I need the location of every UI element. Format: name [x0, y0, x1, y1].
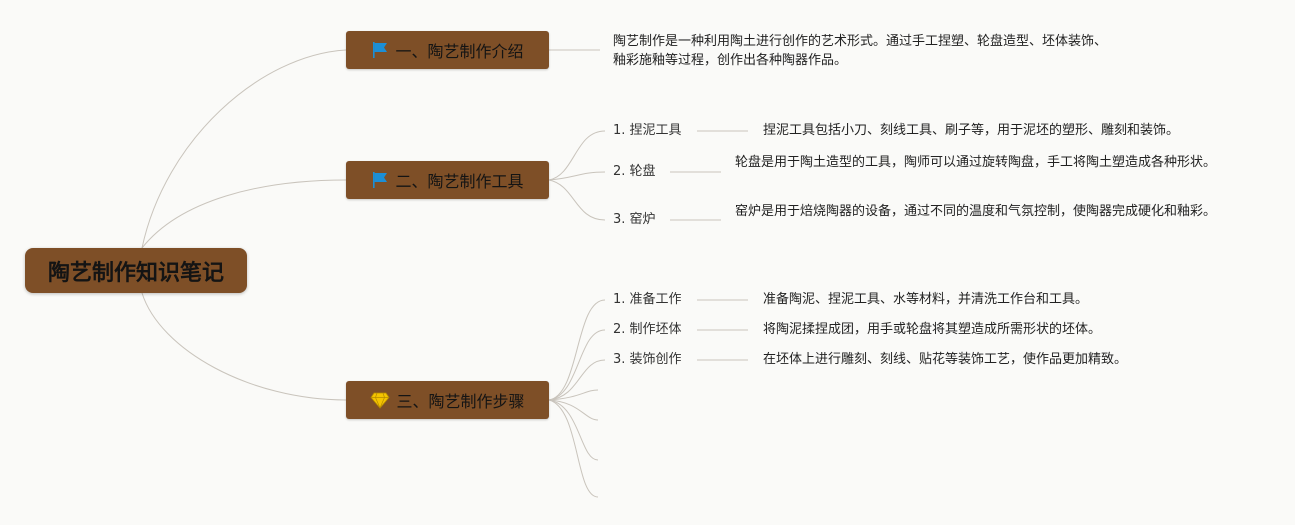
steps-item-preparation[interactable]: 1. 准备工作 — [613, 292, 682, 307]
connector-branch-2-item-1 — [548, 130, 606, 181]
branch-introduction[interactable]: 一、陶艺制作介绍 — [346, 31, 549, 69]
tools-item-kiln[interactable]: 3. 窑炉 — [613, 212, 656, 227]
tools-item-wheel[interactable]: 2. 轮盘 — [613, 164, 656, 179]
branch-introduction-label: 一、陶艺制作介绍 — [395, 42, 524, 61]
flag-icon — [371, 171, 389, 189]
introduction-description: 陶艺制作是一种利用陶土进行创作的艺术形式。通过手工捏塑、轮盘造型、坯体装饰、釉彩… — [613, 34, 1108, 68]
steps-item-preparation-description: 准备陶泥、捏泥工具、水等材料，并清洗工作台和工具。 — [763, 292, 1089, 307]
tools-item-kiln-description: 窑炉是用于焙烧陶器的设备，通过不同的温度和气氛控制，使陶器完成硬化和釉彩。 — [735, 204, 1217, 219]
connector-branch-3-item-3 — [548, 359, 606, 401]
connector-root-branch-3 — [141, 292, 347, 401]
connector-root-branch-1 — [141, 49, 347, 249]
steps-item-forming[interactable]: 2. 制作坯体 — [613, 322, 682, 337]
tools-item-clay-tools-description: 捏泥工具包括小刀、刻线工具、刷子等，用于泥坯的塑形、雕刻和装饰。 — [763, 123, 1180, 138]
diamond-icon — [370, 391, 390, 409]
steps-item-forming-description: 将陶泥揉捏成团，用手或轮盘将其塑造成所需形状的坯体。 — [763, 322, 1102, 337]
connector-branch-3-empty-2 — [548, 399, 599, 421]
connector-branch-3-empty-1 — [548, 389, 599, 401]
connector-branch-2-item-3 — [548, 179, 606, 221]
connector-root-branch-2 — [141, 179, 347, 249]
flag-icon — [371, 41, 389, 59]
branch-steps-label: 三、陶艺制作步骤 — [396, 392, 525, 411]
root-node[interactable]: 陶艺制作知识笔记 — [25, 248, 247, 293]
steps-item-decoration-description: 在坯体上进行雕刻、刻线、贴花等装饰工艺，使作品更加精致。 — [763, 352, 1128, 367]
branch-tools-label: 二、陶艺制作工具 — [395, 172, 524, 191]
branch-steps[interactable]: 三、陶艺制作步骤 — [346, 381, 549, 419]
connector-branch-3-item-2 — [548, 329, 606, 401]
connector-branch-3-empty-3 — [548, 399, 599, 461]
tools-item-clay-tools[interactable]: 1. 捏泥工具 — [613, 123, 682, 138]
connector-branch-2-item-2 — [548, 171, 606, 181]
branch-tools[interactable]: 二、陶艺制作工具 — [346, 161, 549, 199]
root-title: 陶艺制作知识笔记 — [47, 260, 224, 286]
connector-branch-3-empty-4 — [548, 399, 599, 498]
connector-branch-3-item-1 — [548, 299, 606, 401]
tools-item-wheel-description: 轮盘是用于陶土造型的工具，陶师可以通过旋转陶盘，手工将陶土塑造成各种形状。 — [735, 155, 1217, 170]
steps-item-decoration[interactable]: 3. 装饰创作 — [613, 352, 682, 367]
